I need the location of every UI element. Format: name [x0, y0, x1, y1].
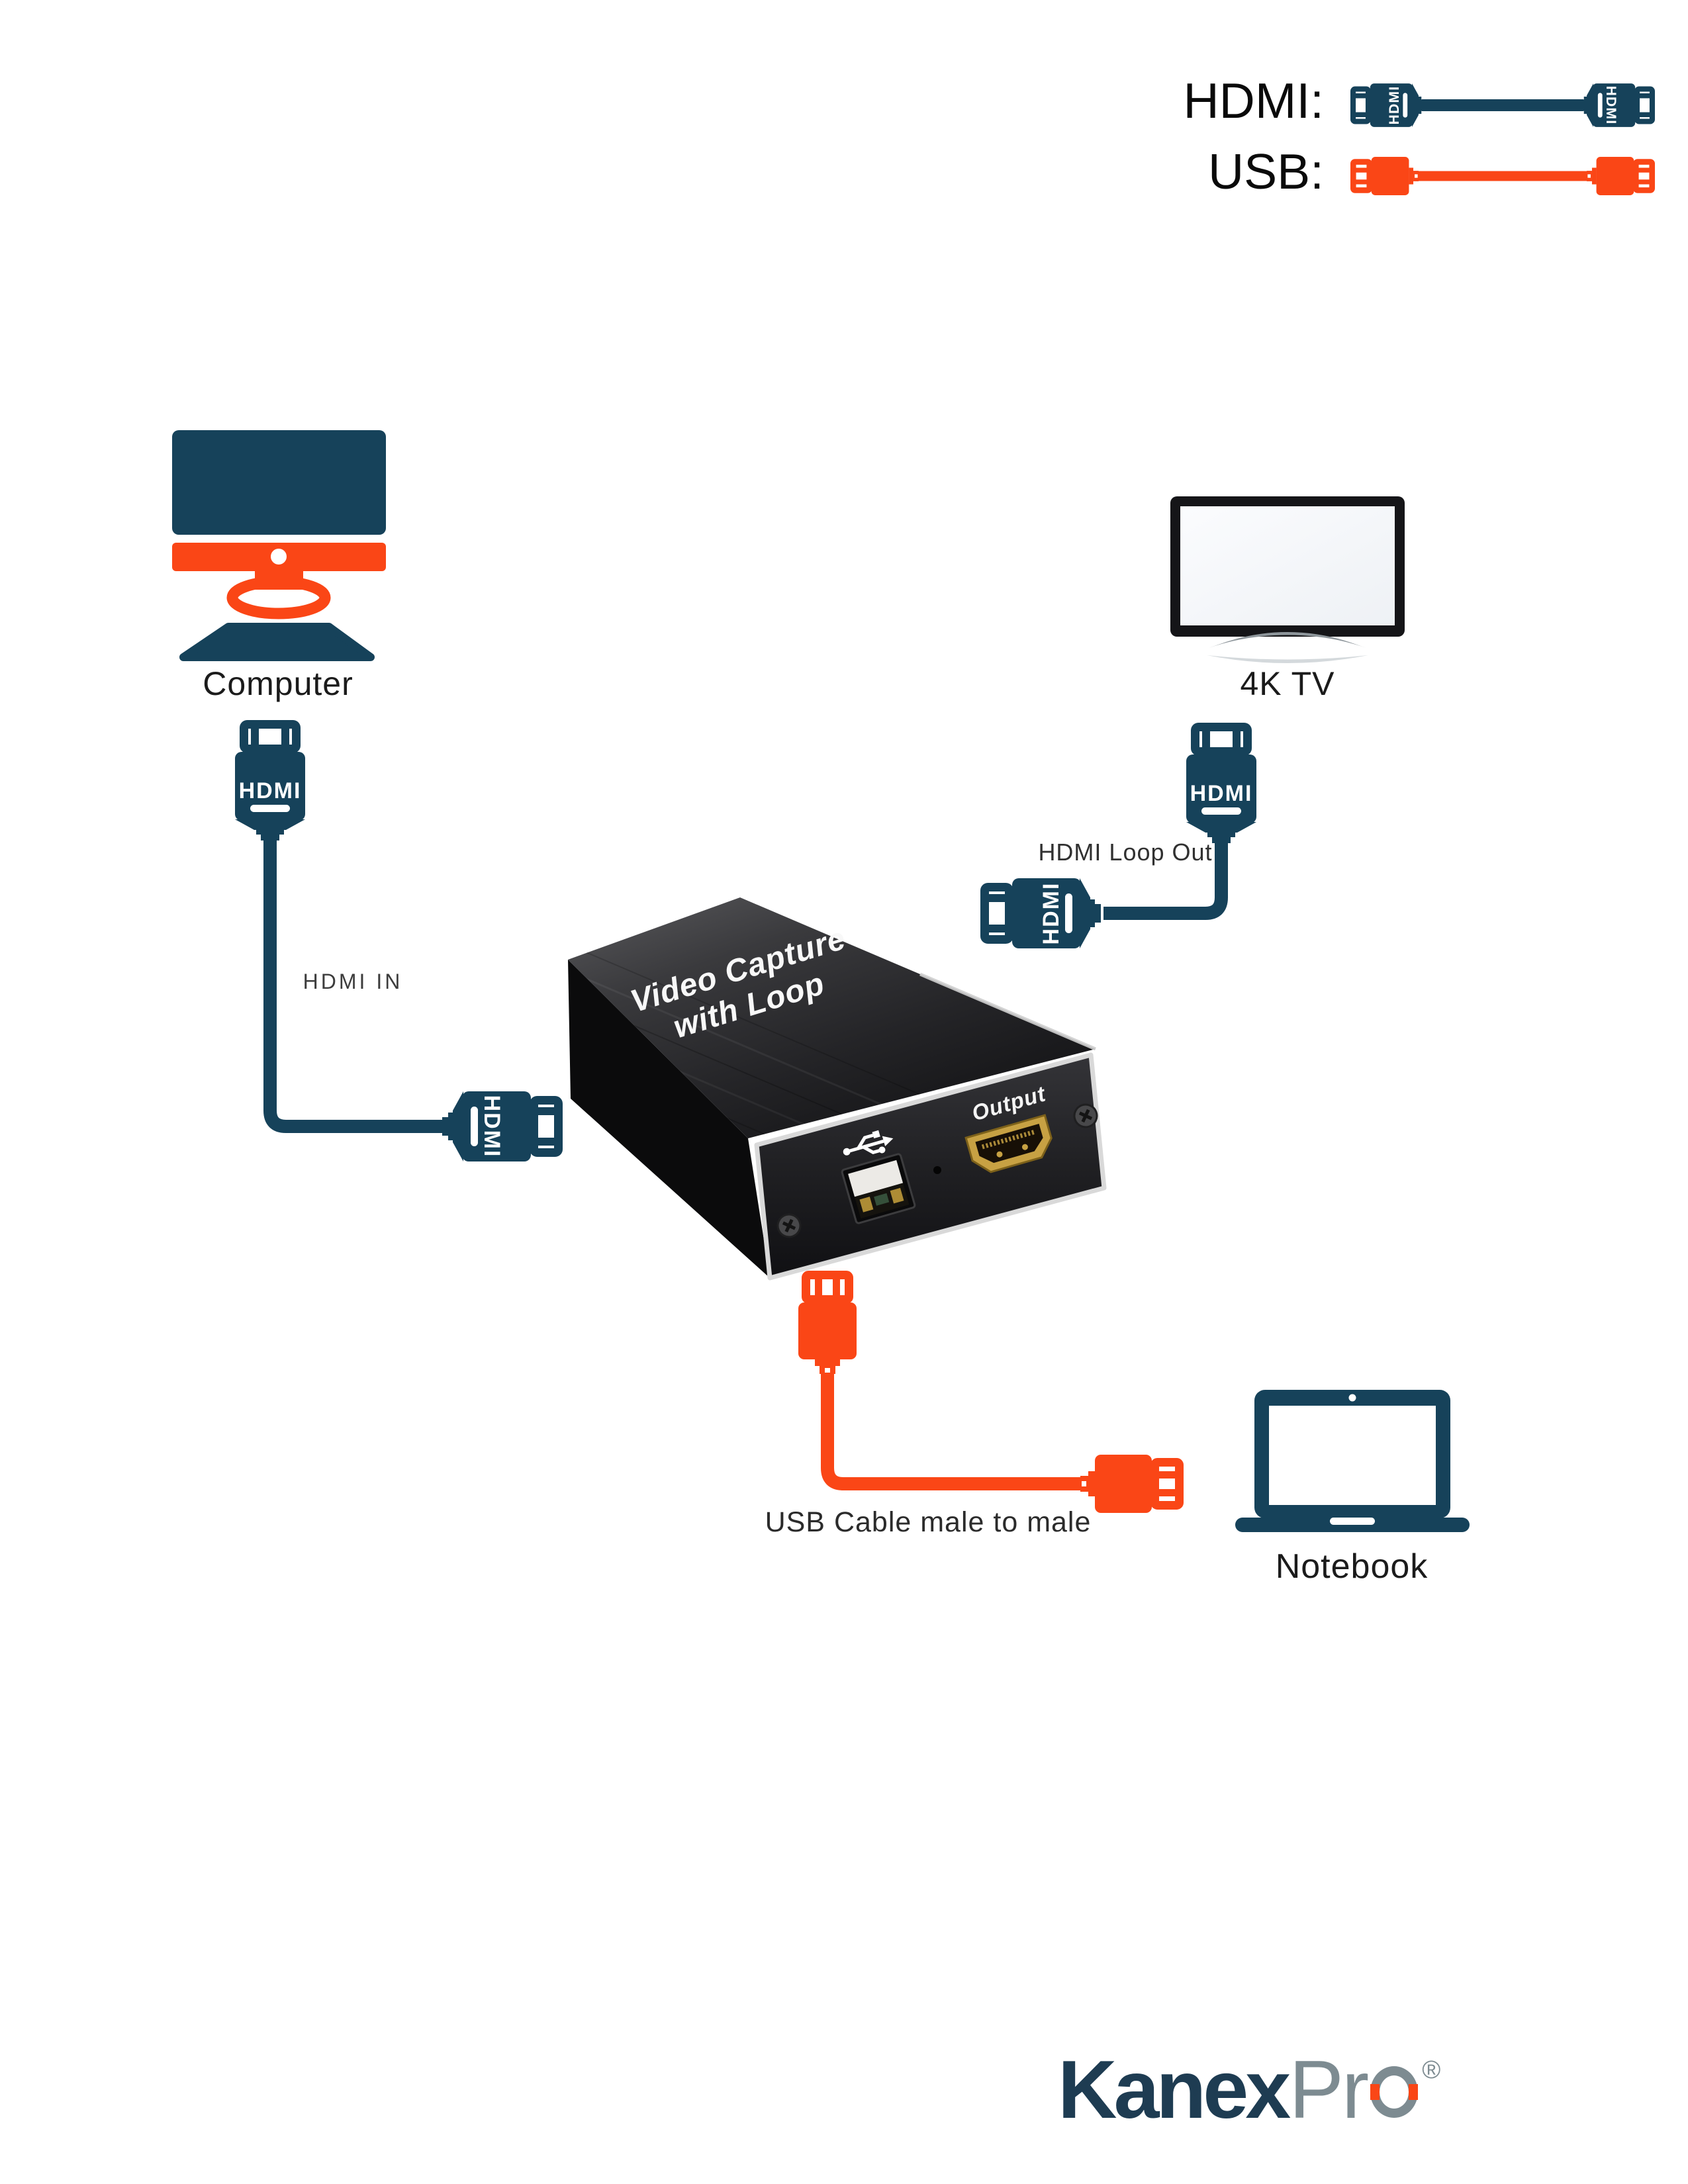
- screw-bottom-left: [776, 1213, 802, 1238]
- cables: [263, 838, 1228, 1490]
- hdmi-plug-device-in: [442, 1091, 559, 1161]
- legend-usb-label: USB:: [1208, 144, 1324, 199]
- usb-plug-notebook: [1080, 1455, 1180, 1513]
- legend-hdmi-cable-icon: [1353, 83, 1652, 127]
- legend-usb-cable-icon: [1353, 157, 1652, 195]
- legend: HDMI: USB:: [1184, 73, 1652, 199]
- logo-o-glyph: [1370, 2066, 1419, 2118]
- hdmi-plug-tv: [1186, 727, 1256, 844]
- logo-o-accent-left: [1370, 2084, 1380, 2100]
- tv-icon: [1170, 496, 1405, 663]
- logo-pro-text: Pr: [1289, 2044, 1369, 2136]
- tv-label: 4K TV: [1240, 665, 1335, 702]
- hdmi-in-cable: [263, 838, 444, 1133]
- hdmi-plug-loop-out: [985, 878, 1102, 948]
- hdmi-output-port: [964, 1114, 1053, 1173]
- hdmi-loop-out-cable: [1103, 841, 1228, 920]
- capture-device: Video Capture with Loop Output: [568, 897, 1107, 1281]
- computer-icon: [172, 430, 386, 661]
- registered-mark: ®: [1422, 2056, 1441, 2084]
- notebook-icon: [1235, 1390, 1470, 1532]
- usb-port: [841, 1153, 916, 1224]
- usb-trident-icon: [843, 1130, 894, 1156]
- screw-top-right: [1073, 1103, 1098, 1128]
- hdmi-plug-computer: [235, 725, 305, 841]
- usb-cable-label: USB Cable male to male: [765, 1506, 1092, 1538]
- usb-cable: [821, 1373, 1083, 1490]
- legend-hdmi-label: HDMI:: [1184, 73, 1324, 128]
- usb-plug-device: [798, 1275, 857, 1375]
- pinhole: [933, 1166, 941, 1174]
- hdmi-loop-out-label: HDMI Loop Out: [1038, 839, 1212, 866]
- logo-kanex-text: Kanex: [1058, 2044, 1291, 2136]
- notebook-label: Notebook: [1276, 1547, 1429, 1586]
- computer-label: Computer: [203, 665, 353, 702]
- logo-o-accent-right: [1409, 2084, 1419, 2100]
- hdmi-in-label: HDMI IN: [303, 970, 403, 993]
